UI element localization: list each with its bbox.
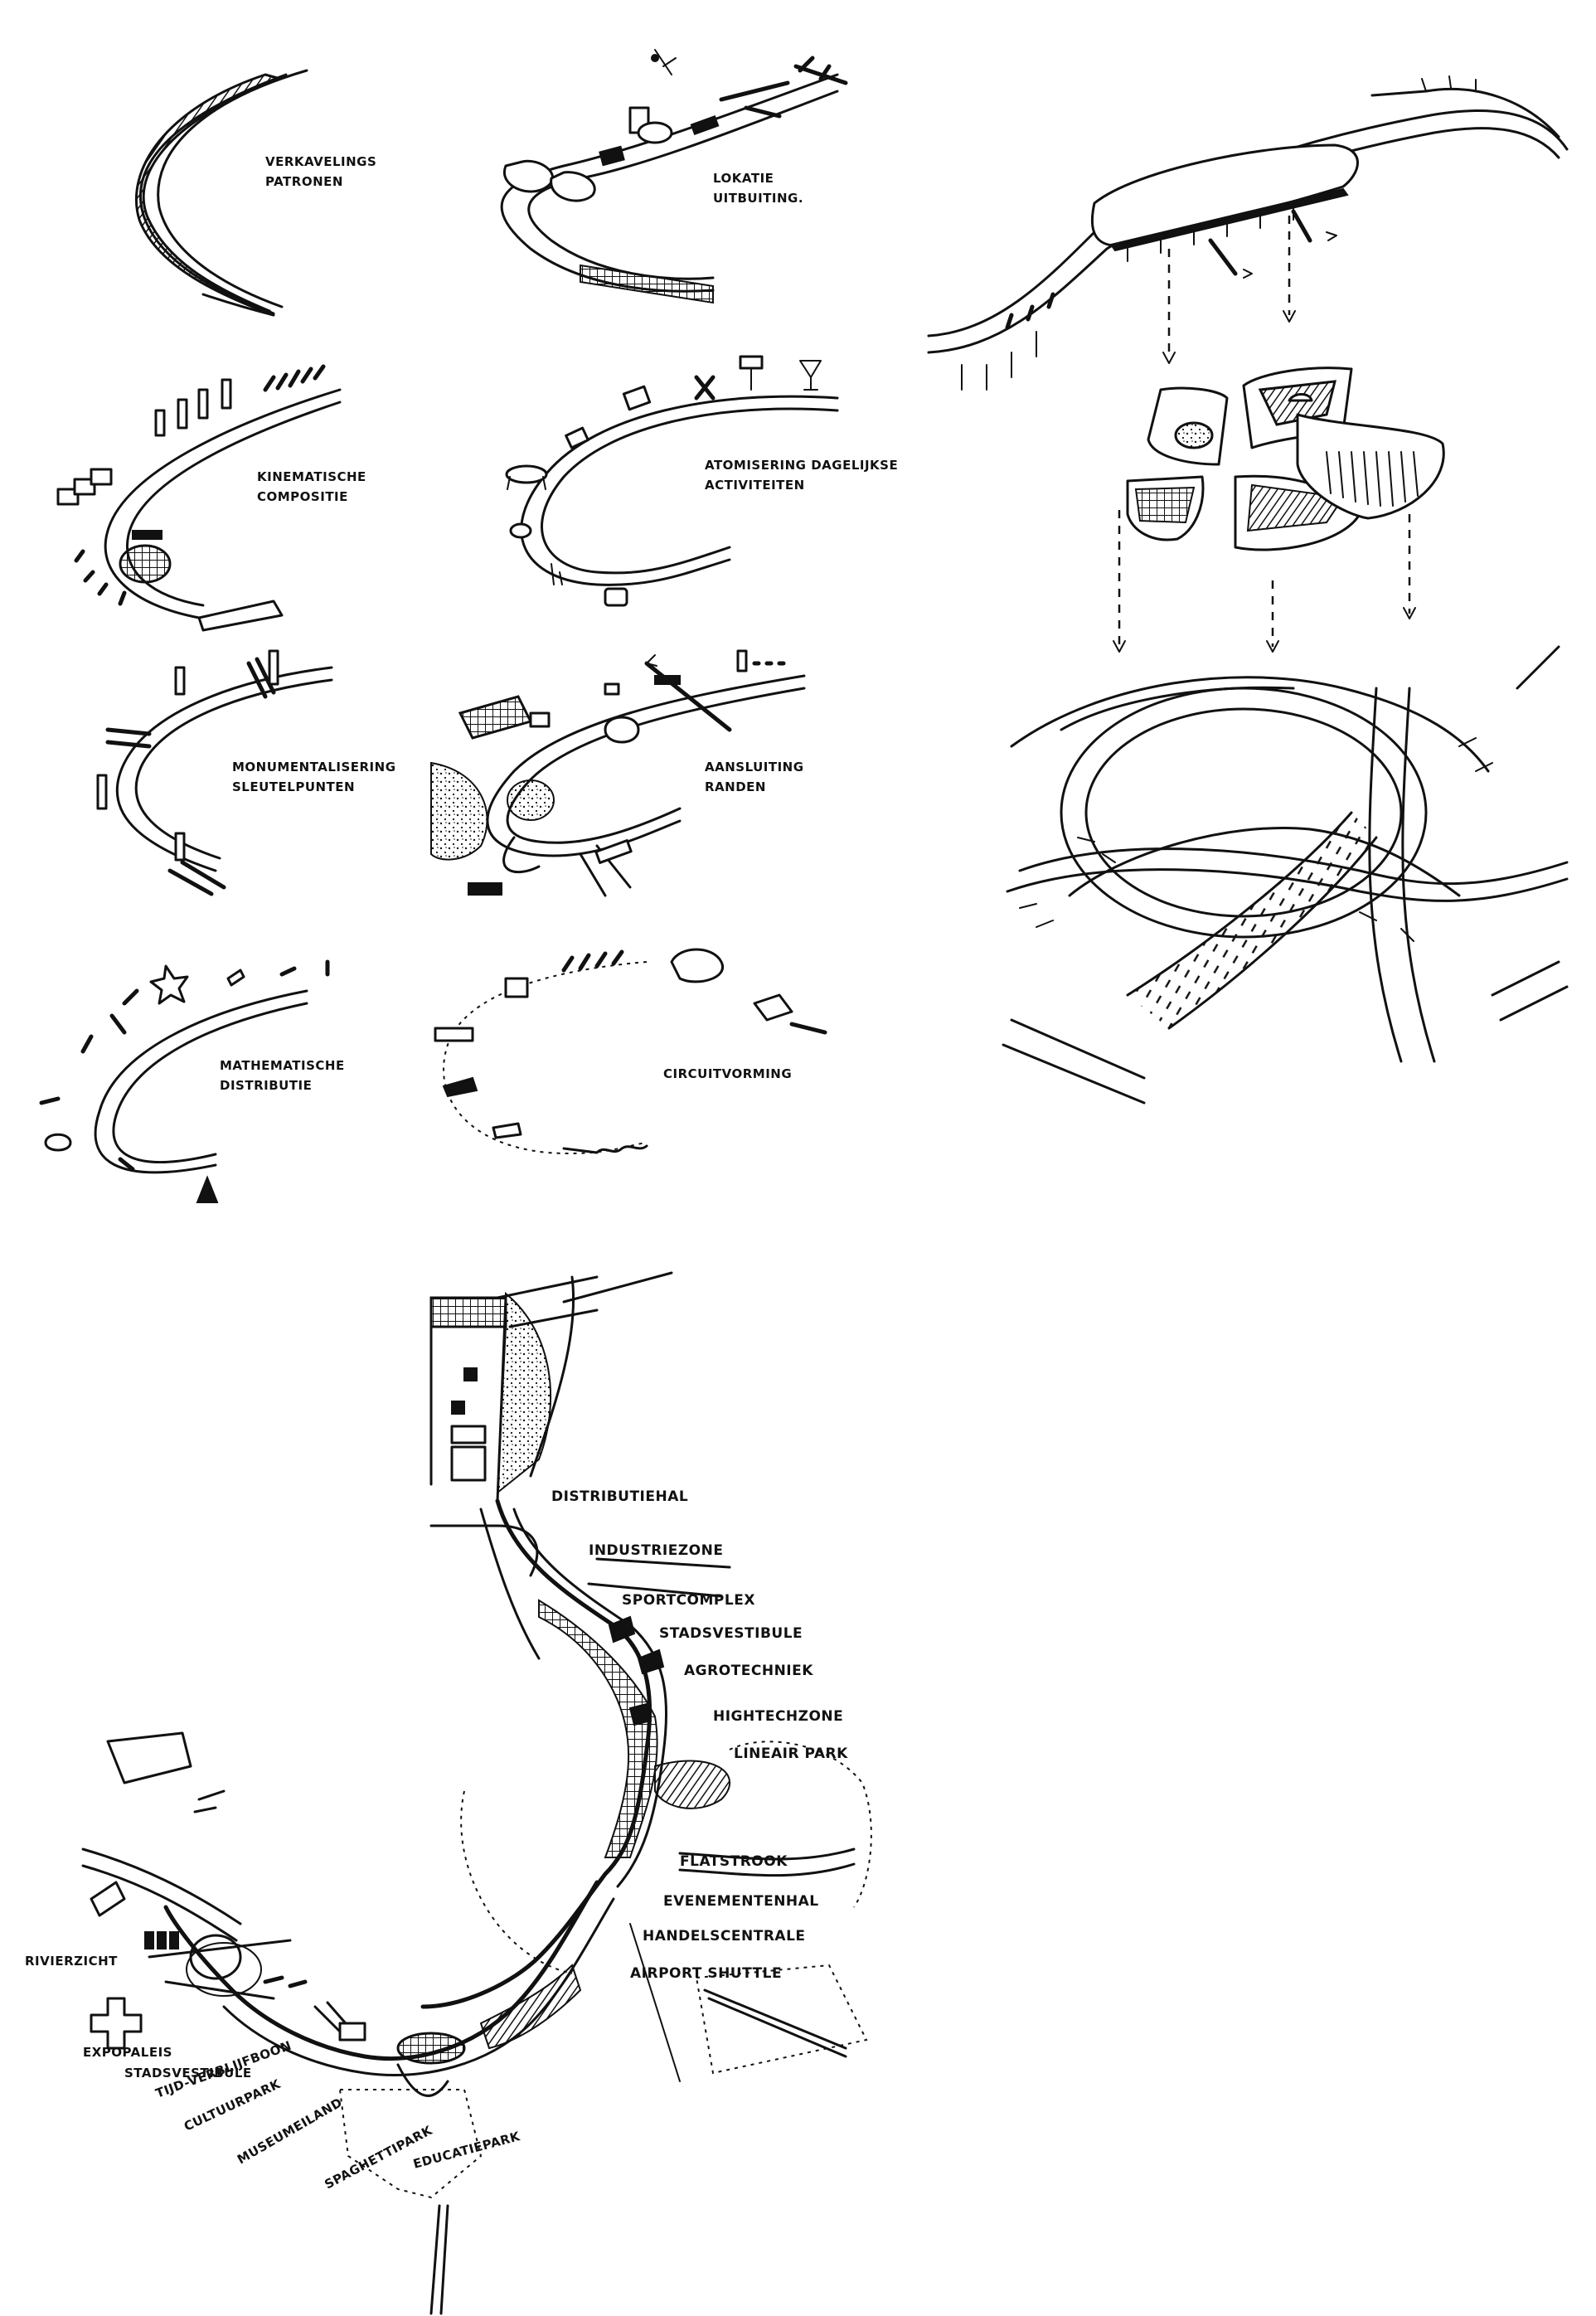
label-atomisering-1: ATOMISERING DAGELIJKSE [705, 458, 898, 473]
label-stadsvestibule-north: STADSVESTIBULE [659, 1625, 803, 1642]
label-lokatie-1: LOKATIE [713, 171, 774, 186]
label-monumentalisering-1: MONUMENTALISERING [232, 760, 396, 774]
label-circuitvorming: CIRCUITVORMING [663, 1066, 792, 1081]
label-stadsvestibule-west: STADSVESTIBULE [124, 2066, 252, 2081]
label-hightechzone: HIGHTECHZONE [713, 1708, 843, 1725]
sketch-aansluiting-randen: AANSLUITING RANDEN [430, 649, 806, 897]
label-sportcomplex: SPORTCOMPLEX [622, 1592, 755, 1609]
label-kinematische-1: KINEMATISCHE [257, 469, 366, 484]
label-lineair-park: LINEAIR PARK [734, 1745, 848, 1762]
label-monumentalisering-2: SLEUTELPUNTEN [232, 779, 355, 794]
pedestrian-icon [654, 49, 677, 75]
label-aansluiting-2: RANDEN [705, 779, 766, 794]
label-airport-shuttle: AIRPORT SHUTTLE [630, 1965, 782, 1982]
label-rivierzicht: RIVIERZICHT [25, 1954, 118, 1969]
label-kinematische-2: COMPOSITIE [257, 489, 348, 504]
sketch-mathematische-distributie: MATHEMATISCHE DISTRIBUTIE [39, 959, 345, 1203]
sketch-atomisering: ATOMISERING DAGELIJKSE ACTIVITEITEN [505, 355, 898, 607]
masterplan-map: DISTRIBUTIEHAL INDUSTRIEZONE SPORTCOMPLE… [25, 1271, 872, 2315]
sketch-verkavelingspatronen: VERKAVELINGS PATRONEN [134, 69, 376, 317]
star-icon [149, 964, 189, 1005]
label-expopaleis: EXPOPALEIS [83, 2045, 172, 2060]
sketch-monumentalisering: MONUMENTALISERING SLEUTELPUNTEN [96, 649, 396, 896]
trees-icon [263, 364, 326, 392]
label-atomisering-2: ACTIVITEITEN [705, 478, 805, 493]
label-aansluiting-1: AANSLUITING [705, 760, 804, 774]
label-handelscentrale: HANDELSCENTRALE [643, 1928, 806, 1945]
label-agrotechniek: AGROTECHNIEK [684, 1663, 813, 1679]
interchange-exploded-view [927, 75, 1569, 1105]
sketch-circuitvorming: CIRCUITVORMING [434, 948, 827, 1154]
windmill-icon [694, 375, 716, 401]
cocktail-glass-icon [799, 360, 822, 391]
label-mathematische-1: MATHEMATISCHE [220, 1058, 345, 1073]
label-lokatie-2: UITBUITING. [713, 191, 803, 206]
label-museumeiland: MUSEUMEILAND [235, 2095, 345, 2167]
label-verkavelingspatronen-1: VERKAVELINGS [265, 154, 376, 169]
sketch-lokatie-uitbuiting: LOKATIE UITBUITING. [500, 49, 848, 304]
label-flatstrook: FLATSTROOK [680, 1853, 788, 1870]
label-evenementenhal: EVENEMENTENHAL [663, 1893, 819, 1910]
label-mathematische-2: DISTRIBUTIE [220, 1078, 312, 1093]
label-industriezone: INDUSTRIEZONE [589, 1542, 723, 1559]
label-distributiehal: DISTRIBUTIEHAL [551, 1488, 688, 1505]
label-verkavelingspatronen-2: PATRONEN [265, 174, 343, 189]
sketch-kinematische-compositie: KINEMATISCHE COMPOSITIE [56, 364, 366, 632]
